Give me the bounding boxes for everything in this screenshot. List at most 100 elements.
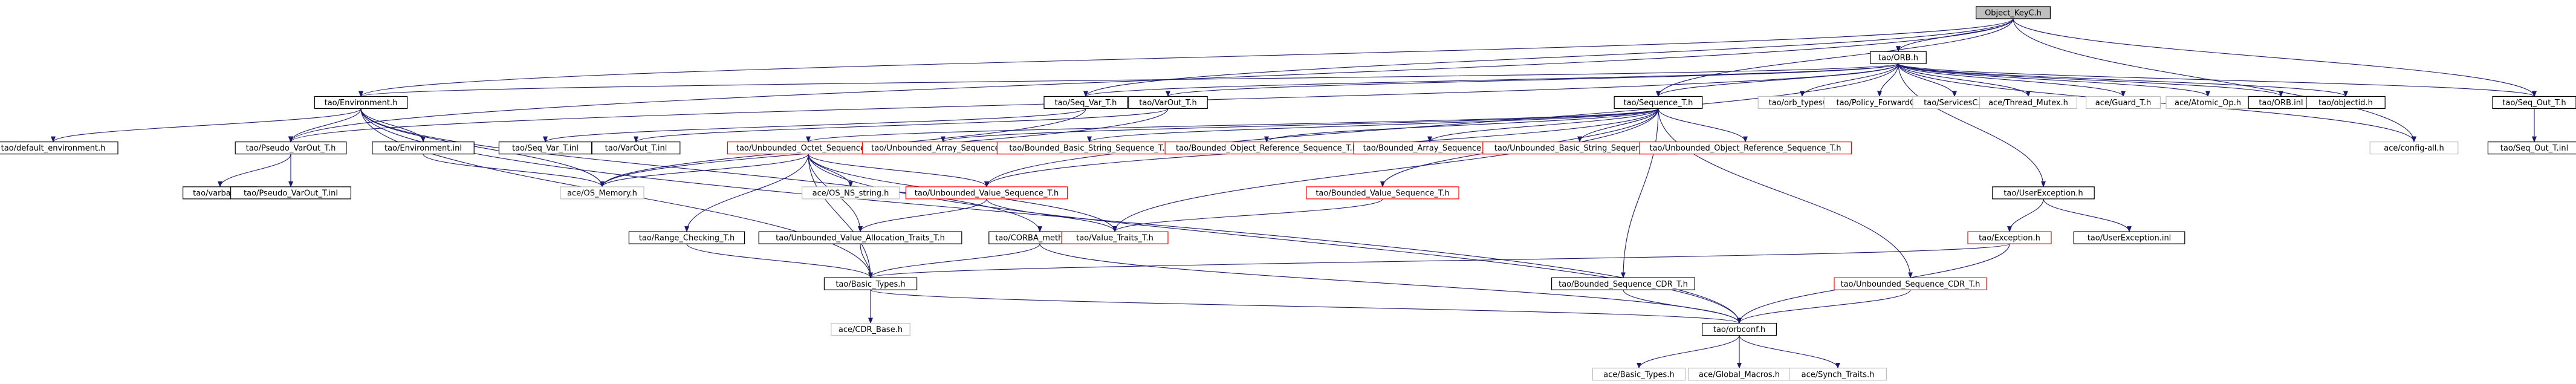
graph-node-orb[interactable]: tao/ORB.h [1870, 51, 1927, 64]
node-box [2492, 96, 2576, 109]
graph-node-os-memory[interactable]: ace/OS_Memory.h [560, 186, 644, 200]
graph-node-user-exc-inl[interactable]: tao/UserException.inl [2073, 231, 2185, 244]
node-label: tao/Unbounded_Object_Reference_Sequence_… [1649, 144, 1841, 153]
node-box [560, 186, 644, 200]
graph-node-objectid[interactable]: tao/objectid.h [2306, 96, 2386, 109]
edge-unb_octet-to-orbconf [808, 154, 1742, 324]
graph-node-user-exc[interactable]: tao/UserException.h [1992, 186, 2095, 200]
edge-basic_types-to-orbconf [870, 289, 1742, 324]
graph-node-os-ns-string[interactable]: ace/OS_NS_string.h [801, 186, 900, 200]
node-label: tao/Bounded_Sequence_CDR_T.h [1559, 280, 1688, 289]
node-box [235, 142, 347, 155]
node-label: tao/Seq_Var_T.h [1055, 99, 1117, 108]
graph-node-default-env[interactable]: tao/default_environment.h [0, 142, 118, 155]
node-box [1551, 277, 1696, 290]
edge-sequence-to-unb_octet [806, 108, 1659, 143]
node-label: tao/Pseudo_VarOut_T.inl [244, 189, 338, 198]
graph-node-unb-array[interactable]: tao/Unbounded_Array_Sequence_T.h [861, 142, 1025, 155]
graph-node-varout[interactable]: tao/VarOut_T.h [1128, 96, 1208, 109]
node-label: tao/UserException.h [2003, 189, 2083, 198]
graph-node-object-keyc[interactable]: Object_KeyC.h [1976, 6, 2051, 19]
graph-node-value-traits[interactable]: tao/Value_Traits_T.h [1061, 231, 1169, 244]
graph-node-thread-mutex[interactable]: ace/Thread_Mutex.h [1979, 96, 2078, 109]
node-label: tao/ServicesC.h [1924, 99, 1985, 108]
graph-node-pseudo-varout[interactable]: tao/Pseudo_VarOut_T.h [235, 142, 347, 155]
node-box [2487, 142, 2576, 155]
graph-node-atomic-op[interactable]: ace/Atomic_Op.h [2166, 96, 2250, 109]
node-box [1639, 142, 1852, 155]
node-box [1128, 96, 1208, 109]
edge-varout-to-varout_inl [634, 108, 1169, 143]
edge-object_keyc-to-pseudo_varout [288, 18, 2014, 143]
node-label: tao/Unbounded_Value_Allocation_Traits_T.… [776, 234, 945, 243]
graph-node-unb-octet[interactable]: tao/Unbounded_Octet_Sequence_T.h [727, 142, 890, 155]
edge-unb_octet-to-os_memory [600, 154, 809, 187]
graph-node-unb-basic-str[interactable]: tao/Unbounded_Basic_String_Sequence_T.h [1482, 142, 1677, 155]
graph-node-config-all[interactable]: ace/config-all.h [2369, 142, 2459, 155]
graph-node-guard[interactable]: ace/Guard_T.h [2086, 96, 2161, 109]
graph-node-ace-basic-types[interactable]: ace/Basic_Types.h [1592, 368, 1686, 381]
node-label: tao/ORB.inl [2259, 99, 2303, 108]
node-box [314, 96, 408, 109]
graph-node-bnd-array[interactable]: tao/Bounded_Array_Sequence_T.h [1353, 142, 1507, 155]
edge-orb-to-seq_out [1898, 63, 2537, 97]
graph-node-varout-inl[interactable]: tao/VarOut_T.inl [591, 142, 681, 155]
graph-node-unb-seq-cdr[interactable]: tao/Unbounded_Sequence_CDR_T.h [1834, 277, 1987, 290]
edge-environment-to-orbconf [360, 108, 1742, 324]
edge-range_check-to-basic_types [686, 243, 873, 279]
edge-object_keyc-to-seq_var [1083, 18, 2014, 97]
edge-orb-to-orb_typesc [1800, 63, 1899, 97]
node-box [1789, 368, 1887, 381]
edge-orb-to-seq_var [1083, 63, 1899, 97]
graph-node-orb-inl[interactable]: tao/ORB.inl [2248, 96, 2314, 109]
graph-node-sequence[interactable]: tao/Sequence_T.h [1614, 96, 1703, 109]
edge-object_keyc-to-sequence [1656, 18, 2014, 97]
node-label: ace/config-all.h [2384, 144, 2444, 153]
node-label: tao/Policy_ForwardC.h [1836, 99, 1922, 108]
node-label: tao/Seq_Out_T.h [2502, 99, 2566, 108]
graph-node-seq-out-inl[interactable]: tao/Seq_Out_T.inl [2487, 142, 2576, 155]
node-label: tao/Unbounded_Octet_Sequence_T.h [736, 144, 880, 153]
node-layer: Object_KeyC.h tao/ORB.h tao/Environment.h t… [0, 6, 2576, 381]
graph-node-orbconf[interactable]: tao/orbconf.h [1702, 322, 1777, 336]
graph-node-unb-objref[interactable]: tao/Unbounded_Object_Reference_Sequence_… [1639, 142, 1852, 155]
graph-node-bnd-seq-cdr[interactable]: tao/Bounded_Sequence_CDR_T.h [1551, 277, 1696, 290]
graph-node-pseudo-varout-inl[interactable]: tao/Pseudo_VarOut_T.inl [230, 186, 352, 200]
edge-object_keyc-to-environment [358, 18, 2014, 97]
graph-node-env-inl[interactable]: tao/Environment.inl [372, 142, 475, 155]
node-label: tao/Bounded_Array_Sequence_T.h [1363, 144, 1497, 153]
graph-node-unb-value-alloc[interactable]: tao/Unbounded_Value_Allocation_Traits_T.… [758, 231, 962, 244]
graph-node-range-check[interactable]: tao/Range_Checking_T.h [628, 231, 745, 244]
graph-node-bnd-objref[interactable]: tao/Bounded_Object_Reference_Sequence_T.… [1164, 142, 1369, 155]
node-box [1306, 186, 1459, 200]
graph-node-seq-var[interactable]: tao/Seq_Var_T.h [1043, 96, 1128, 109]
graph-node-policy-fwd[interactable]: tao/Policy_ForwardC.h [1823, 96, 1936, 109]
node-label: tao/VarOut_T.h [1139, 99, 1196, 108]
node-box [1834, 277, 1987, 290]
graph-node-bnd-value[interactable]: tao/Bounded_Value_Sequence_T.h [1306, 186, 1459, 200]
edge-unb_value-to-unb_value_alloc [858, 198, 987, 233]
node-label: Object_KeyC.h [1985, 8, 2042, 18]
node-label: tao/Exception.h [1979, 234, 2040, 243]
edge-sequence-to-bnd_objref [1264, 108, 1659, 143]
graph-node-exception[interactable]: tao/Exception.h [1967, 231, 2052, 244]
graph-node-global-macros[interactable]: ace/Global_Macros.h [1688, 368, 1791, 381]
node-label: tao/Basic_Types.h [835, 280, 905, 289]
graph-node-cdr-base[interactable]: ace/CDR_Base.h [831, 322, 910, 336]
node-label: tao/Bounded_Value_Sequence_T.h [1316, 189, 1449, 198]
node-box [831, 322, 910, 336]
node-label: ace/Global_Macros.h [1699, 370, 1780, 379]
node-label: ace/Synch_Traits.h [1802, 370, 1875, 379]
node-box [758, 231, 962, 244]
edge-sequence-to-bnd_array [1427, 108, 1659, 143]
graph-node-bnd-basic-str[interactable]: tao/Bounded_Basic_String_Sequence_T.h [996, 142, 1183, 155]
graph-node-seq-var-inl[interactable]: tao/Seq_Var_T.inl [498, 142, 592, 155]
graph-node-basic-types[interactable]: tao/Basic_Types.h [823, 277, 918, 290]
graph-node-seq-out[interactable]: tao/Seq_Out_T.h [2492, 96, 2576, 109]
graph-node-unb-value[interactable]: tao/Unbounded_Value_Sequence_T.h [905, 186, 1068, 200]
graph-node-synch-traits[interactable]: ace/Synch_Traits.h [1789, 368, 1887, 381]
graph-node-environment[interactable]: tao/Environment.h [314, 96, 408, 109]
node-box [1702, 322, 1777, 336]
node-label: tao/UserException.inl [2088, 234, 2172, 243]
edge-orb-to-objectid [1898, 63, 2348, 97]
